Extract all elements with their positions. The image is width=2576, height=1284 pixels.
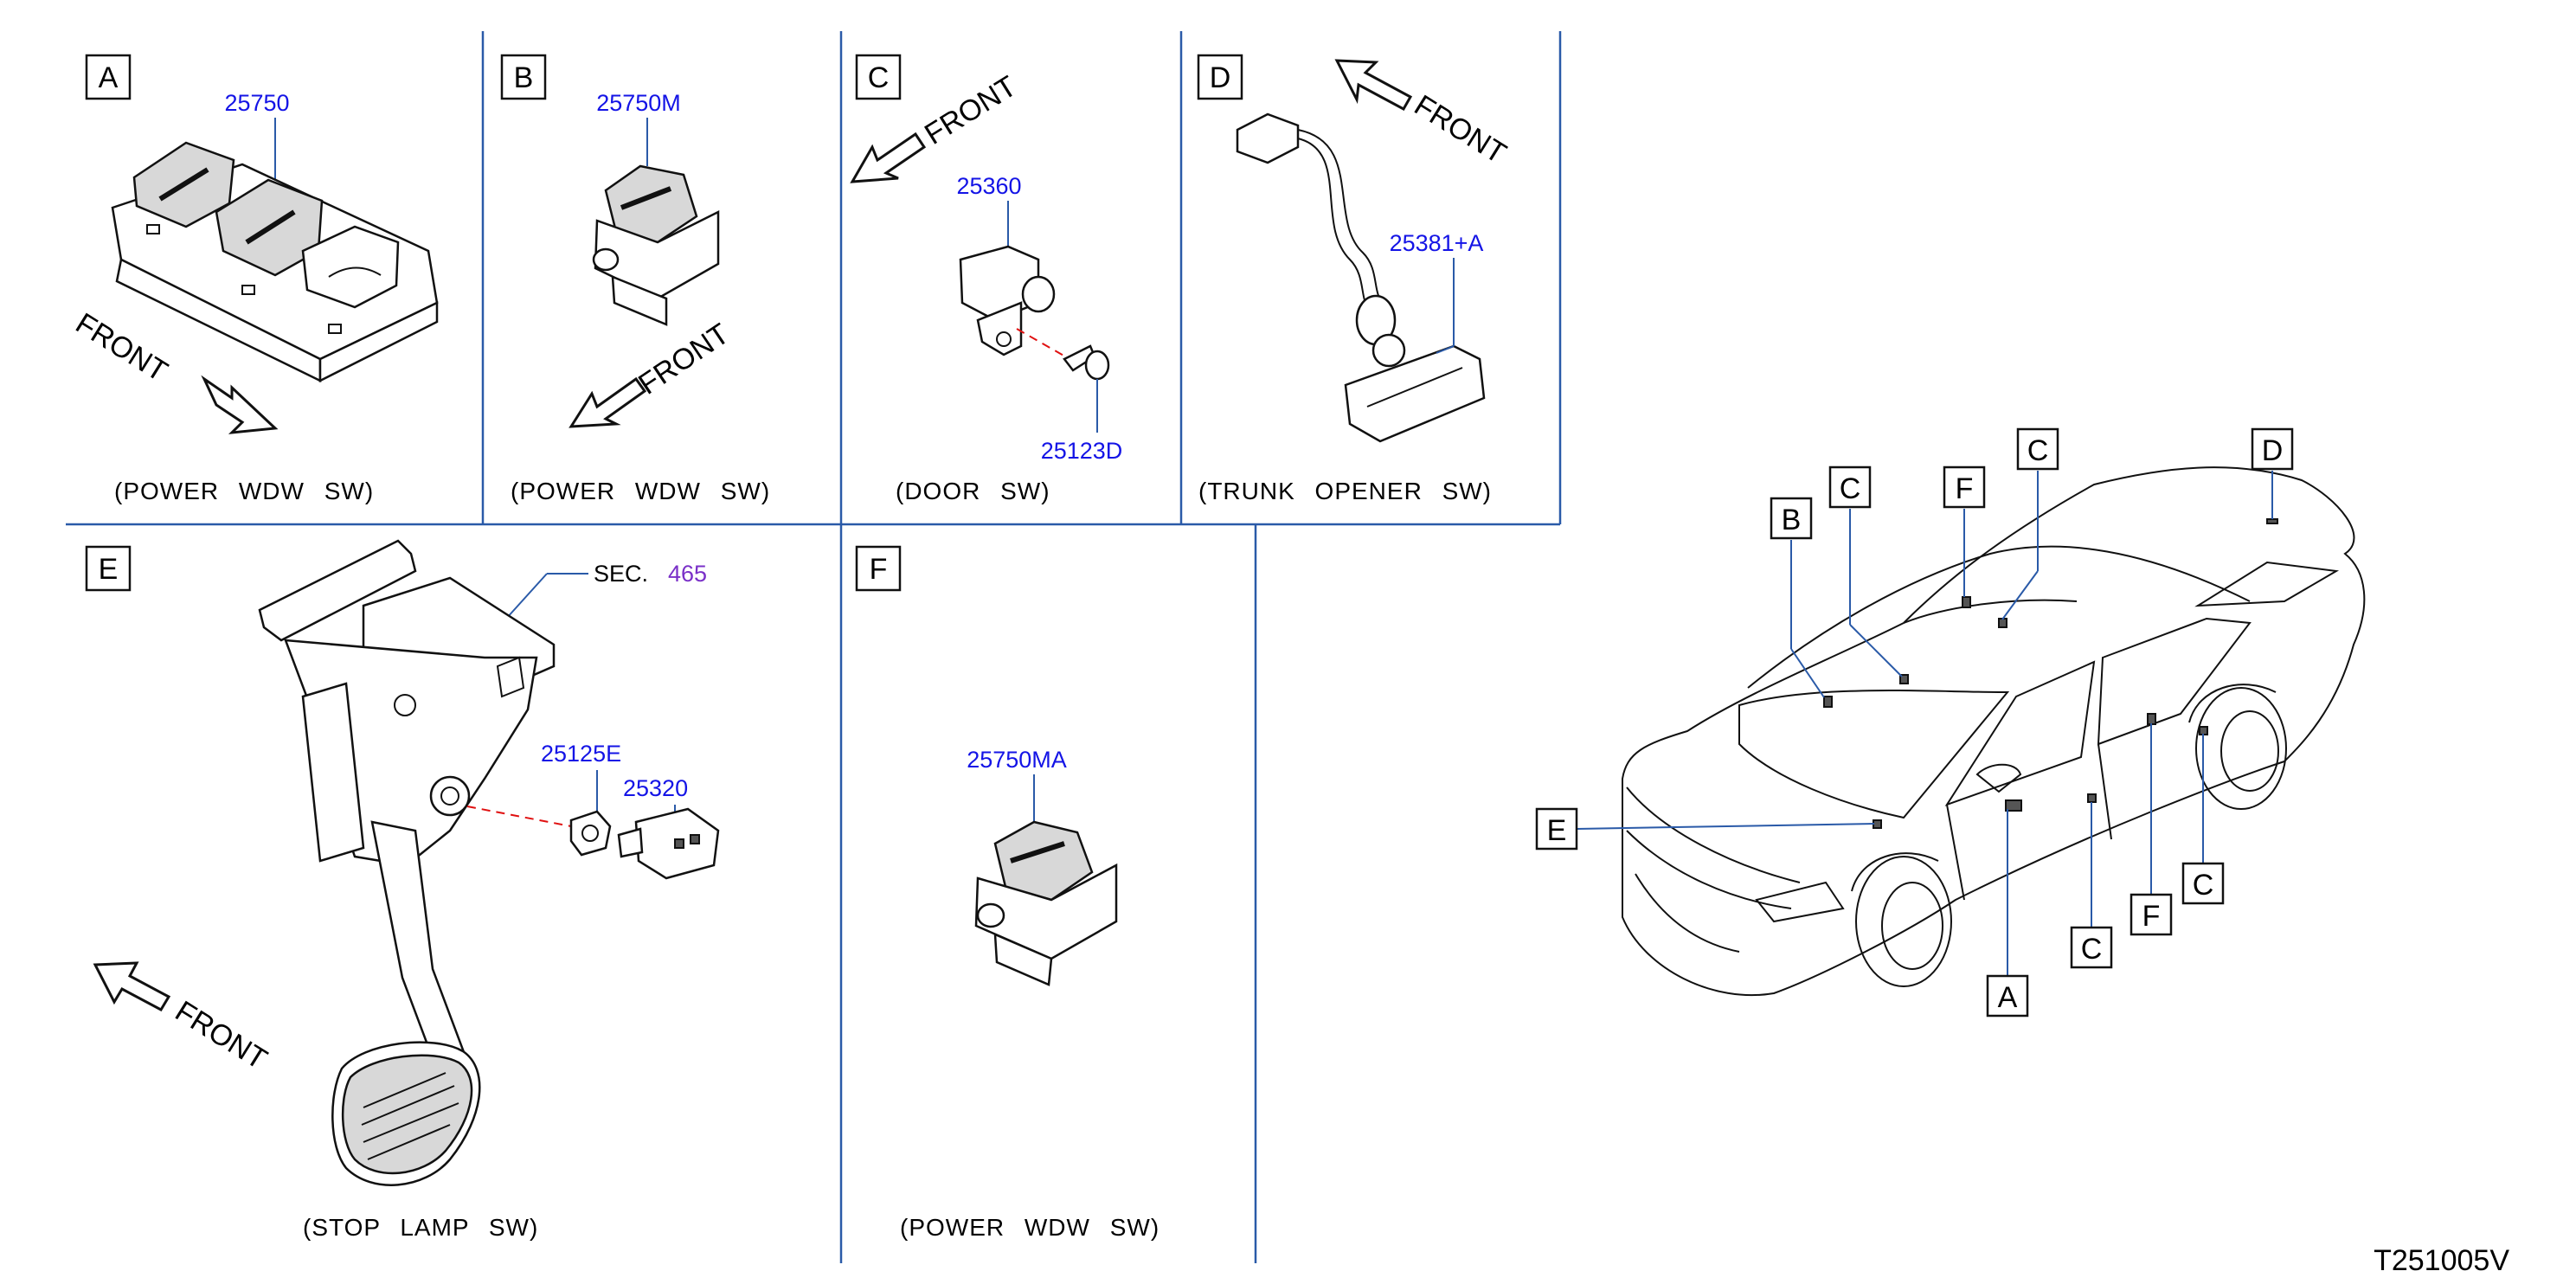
power-window-master-switch — [111, 141, 439, 383]
power-window-sub-switch-f — [974, 820, 1118, 986]
panel-e-part-number-2: 25320 — [623, 775, 688, 801]
caption-c: (DOOR SW) — [896, 478, 1050, 504]
front-label-c: FRONT — [919, 70, 1022, 151]
callout-a — [1986, 974, 2029, 1018]
stop-lamp-switch — [569, 807, 720, 880]
callout-e — [1535, 807, 1578, 851]
callout-a-label: A — [1998, 981, 2018, 1014]
panel-c: C FRONT 25360 25123D (DOOR SW) — [850, 54, 1123, 504]
callout-f-2-label: F — [2142, 900, 2161, 933]
panel-d-part-number: 25381+A — [1390, 230, 1484, 256]
callout-f-1 — [1943, 465, 1986, 509]
caption-d: (TRUNK OPENER SW) — [1198, 478, 1492, 504]
callout-d — [2251, 427, 2294, 471]
front-arrow-e — [93, 961, 171, 1011]
callout-c-3-label: C — [2081, 933, 2103, 966]
callout-c-4-label: C — [2193, 869, 2214, 902]
callout-f-1-label: F — [1956, 472, 1974, 505]
power-window-sub-switch-b — [592, 164, 720, 326]
panel-b: B 25750M FRONT (POWER WDW SW) — [500, 54, 770, 504]
callout-e-label: E — [1547, 814, 1567, 847]
front-arrow-d — [1334, 59, 1413, 112]
panel-b-label: B — [514, 61, 534, 94]
caption-b: (POWER WDW SW) — [511, 478, 770, 504]
panel-e-label: E — [99, 553, 119, 586]
callout-d-label: D — [2262, 434, 2284, 467]
diagram-code: T251005V — [2374, 1244, 2509, 1277]
caption-a: (POWER WDW SW) — [114, 478, 374, 504]
panel-c-part-number-1: 25360 — [956, 173, 1021, 199]
panel-f-label: F — [870, 553, 888, 586]
callout-c-1-label: C — [1840, 472, 1861, 505]
panel-b-part-number: 25750M — [596, 90, 681, 116]
front-label-b: FRONT — [633, 318, 735, 401]
panel-f: F 25750MA (POWER WDW SW) — [855, 545, 1160, 1241]
callout-c-1 — [1828, 465, 1872, 509]
front-label-d: FRONT — [1409, 89, 1512, 170]
panel-f-part-number: 25750MA — [967, 747, 1067, 773]
caption-e: (STOP LAMP SW) — [303, 1214, 538, 1241]
callout-f-2 — [2130, 893, 2173, 936]
caption-f: (POWER WDW SW) — [900, 1214, 1160, 1241]
front-arrow-c — [850, 132, 927, 183]
front-label-e: FRONT — [170, 995, 273, 1076]
panel-a: A 25750 FRONT (POWER WDW SW) — [70, 54, 439, 504]
car-callouts: B C F C D E A C F C — [1535, 427, 2294, 1018]
sec-label: SEC. — [594, 561, 648, 587]
panel-e-part-number-1: 25125E — [541, 741, 621, 767]
front-label-a: FRONT — [70, 307, 173, 388]
screw — [1063, 344, 1110, 381]
brake-pedal-assembly — [258, 539, 556, 1186]
panel-dividers — [66, 31, 1562, 1263]
panel-d: D FRONT 25381+A (TRUNK OPENER SW) — [1197, 54, 1512, 504]
front-arrow-b — [569, 376, 647, 428]
vehicle-overview — [1622, 466, 2366, 997]
panel-c-part-number-2: 25123D — [1041, 438, 1123, 464]
sec-number: 465 — [668, 561, 707, 587]
door-switch — [959, 245, 1056, 356]
panel-c-label: C — [868, 61, 890, 94]
callout-b-label: B — [1782, 504, 1802, 536]
panel-a-part-number: 25750 — [224, 90, 289, 116]
callout-b — [1770, 497, 1813, 540]
callout-c-3 — [2070, 926, 2113, 969]
trunk-opener-switch — [1236, 112, 1486, 443]
front-arrow-a — [201, 375, 279, 434]
panel-a-label: A — [99, 61, 119, 94]
panel-d-label: D — [1210, 61, 1231, 94]
callout-c-4 — [2181, 862, 2225, 905]
callout-c-2 — [2016, 427, 2059, 471]
panel-e: E SEC. 465 25125E 25320 — [85, 539, 720, 1241]
callout-c-2-label: C — [2027, 434, 2049, 467]
